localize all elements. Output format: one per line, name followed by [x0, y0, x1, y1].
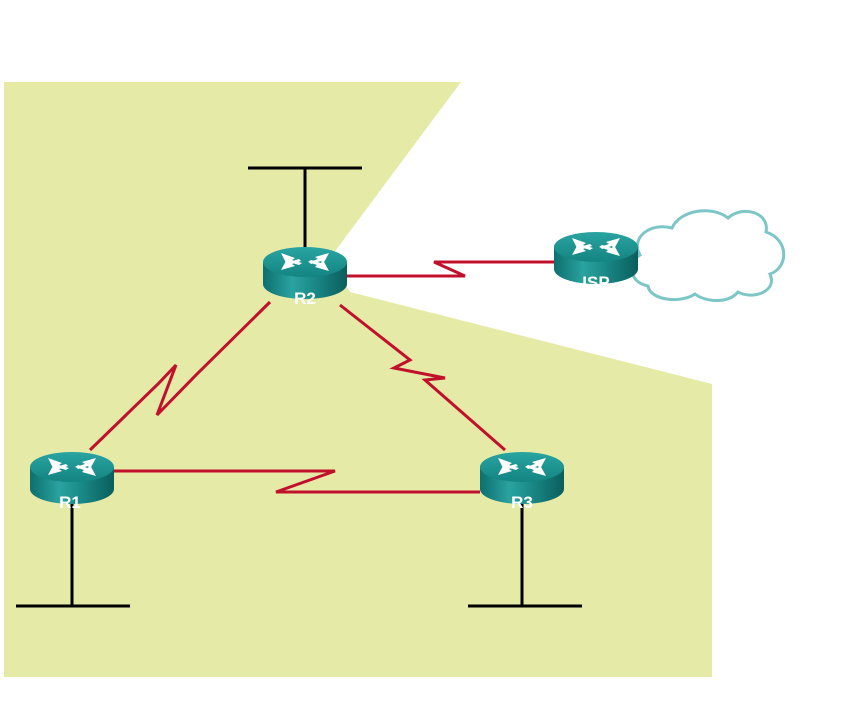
serial-link-r1-r3	[112, 469, 480, 494]
lan-r3	[468, 500, 582, 608]
shaded-routing-domain	[4, 82, 712, 677]
router-label: R1	[59, 493, 81, 512]
serial-link-r1-r2	[88, 300, 272, 452]
serial-link-r2-r3	[339, 303, 506, 452]
router-r2[interactable]: R2	[263, 247, 347, 308]
lan-r1	[16, 500, 130, 608]
router-isp[interactable]: ISP	[554, 232, 638, 292]
lan-r2	[248, 166, 362, 255]
router-r1[interactable]: R1	[30, 452, 114, 512]
router-r3[interactable]: R3	[480, 452, 564, 512]
serial-link-r2-isp	[340, 260, 556, 278]
router-label: R2	[294, 289, 316, 308]
router-label: ISP	[582, 273, 609, 292]
router-label: R3	[511, 493, 533, 512]
internet-cloud	[630, 209, 786, 302]
